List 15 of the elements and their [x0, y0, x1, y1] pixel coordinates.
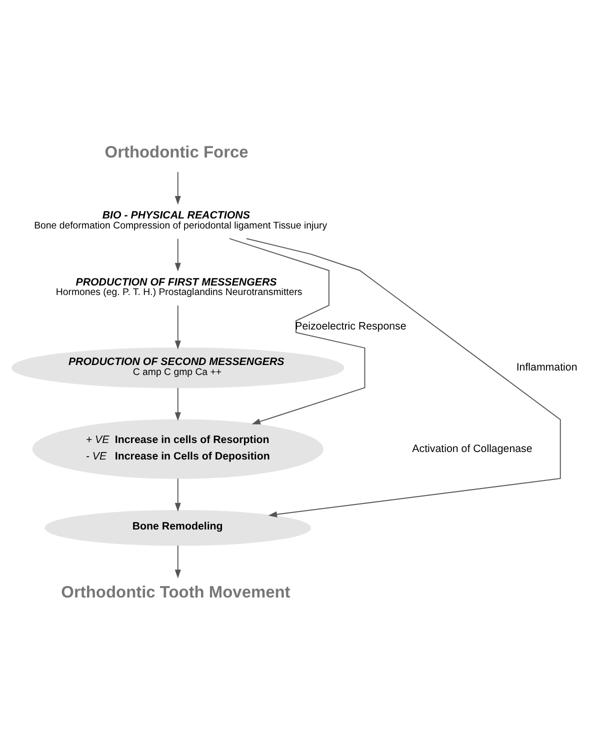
node-text: PRODUCTION OF FIRST MESSENGERS Hormones (eg. P. T. H.) Prostaglandins Neurotransmitters: [56, 276, 302, 298]
edge-label: Inflammation: [516, 362, 578, 374]
arrow: [174, 304, 181, 350]
node-text: BIO - PHYSICAL REACTIONS Bone deformation Compression of periodontal ligament Tissue injury: [34, 210, 328, 232]
label: Activation of Collagenase: [412, 442, 532, 455]
node-text: Orthodontic Force: [104, 143, 248, 162]
arrow: [174, 478, 181, 512]
arrow: [228, 238, 366, 424]
node-ellipse: PRODUCTION OF SECOND MESSENGERS C amp C gmp Ca ++: [12, 347, 344, 388]
arrow: [174, 545, 181, 578]
arrow: [174, 388, 181, 421]
arrow: [246, 238, 561, 518]
arrow: [174, 238, 181, 272]
arrow: [174, 171, 181, 205]
node-text: Orthodontic Tooth Movement: [61, 584, 290, 602]
